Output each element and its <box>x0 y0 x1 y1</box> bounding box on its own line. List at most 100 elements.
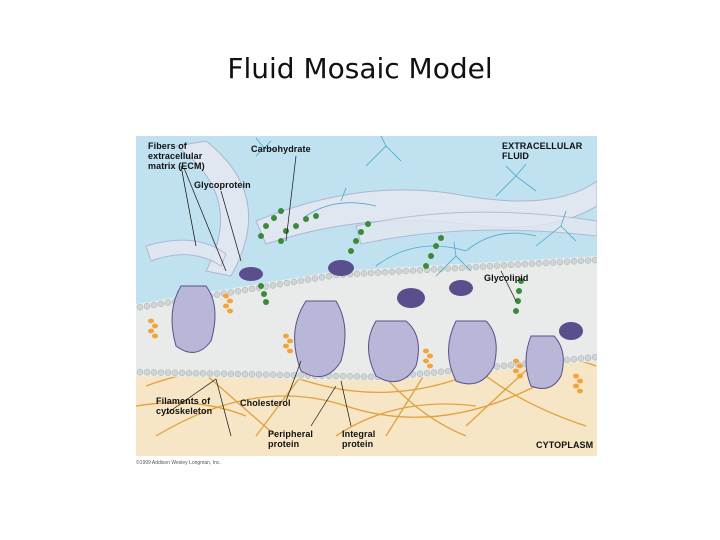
phospholipid-head <box>444 265 452 272</box>
phospholipid-head <box>591 354 597 361</box>
phospholipid-head <box>353 270 361 278</box>
phospholipid-head <box>241 370 249 378</box>
phospholipid-head <box>192 369 200 377</box>
cholesterol-molecule <box>427 353 433 359</box>
cholesterol-molecule <box>517 373 523 379</box>
phospholipid-head <box>304 276 312 283</box>
phospholipid-head <box>157 369 165 376</box>
slide-title: Fluid Mosaic Model <box>227 52 493 85</box>
phospholipid-head <box>437 265 445 273</box>
phospholipid-head <box>479 263 487 270</box>
surface-proteins <box>239 260 583 340</box>
phospholipid-head <box>430 266 438 273</box>
phospholipid-head <box>178 369 186 377</box>
phospholipid-head <box>283 279 291 287</box>
phospholipid-head <box>136 304 144 311</box>
carbohydrate-bead <box>433 243 439 249</box>
phospholipid-head <box>318 274 326 281</box>
ecm-fibers <box>145 140 597 277</box>
phospholipid-head <box>143 302 151 310</box>
cholesterol-molecule <box>513 358 519 364</box>
carbohydrate-bead <box>515 298 521 304</box>
phospholipid-head <box>549 259 557 266</box>
carbohydrate-chains <box>258 208 524 314</box>
phospholipid-head <box>150 301 158 309</box>
cholesterol-molecule <box>223 303 229 309</box>
phospholipid-head <box>297 277 305 285</box>
cholesterol-molecule <box>152 323 158 329</box>
phospholipid-head <box>171 369 179 377</box>
carbohydrate-bead <box>353 238 359 244</box>
carbohydrate-bead <box>283 228 289 234</box>
cholesterol-molecule <box>573 373 579 379</box>
label-peripheral-protein: Peripheral protein <box>268 429 314 449</box>
cholesterol-molecule <box>287 338 293 344</box>
phospholipid-head <box>332 372 340 380</box>
label-pointers <box>165 155 517 437</box>
phospholipid-head <box>269 371 277 378</box>
cholesterol-molecule <box>223 293 229 299</box>
carbohydrate-bead <box>258 283 264 289</box>
phospholipid-head <box>297 372 305 379</box>
phospholipid-head <box>374 269 382 276</box>
carbohydrate-bead <box>365 221 371 227</box>
label-filaments: Filaments of cytoskeleton <box>156 396 213 416</box>
phospholipid-head <box>227 289 235 296</box>
phospholipid-head <box>234 287 242 295</box>
phospholipid-head <box>248 285 256 293</box>
phospholipid-head <box>465 264 473 271</box>
carbohydrate-bead <box>263 299 269 305</box>
phospholipid-head <box>535 260 543 267</box>
phospholipid-head <box>570 258 578 265</box>
phospholipid-head <box>367 373 375 380</box>
cholesterol-molecule <box>287 348 293 354</box>
phospholipid-head <box>339 372 347 380</box>
phospholipid-head <box>381 268 389 276</box>
phospholipid-head <box>276 280 284 288</box>
phospholipid-head <box>241 286 249 294</box>
phospholipid-head <box>521 260 529 268</box>
phospholipid-head <box>276 371 284 379</box>
label-glycoprotein: Glycoprotein <box>194 180 251 190</box>
cholesterol-molecule <box>513 368 519 374</box>
label-cholesterol: Cholesterol <box>240 398 291 408</box>
phospholipid-head <box>234 370 242 378</box>
phospholipid-head <box>199 370 207 377</box>
phospholipid-head <box>185 369 193 377</box>
carbohydrate-bead <box>423 263 429 269</box>
cholesterol-molecule <box>148 318 154 324</box>
phospholipid-head <box>367 269 375 277</box>
phospholipid-head <box>290 371 298 379</box>
carbohydrate-bead <box>428 253 434 259</box>
cholesterol-molecule <box>577 388 583 394</box>
phospholipid-head <box>577 257 585 265</box>
phospholipid-head <box>360 373 368 380</box>
membrane-diagram: Fibers of extracellular matrix (ECM) Car… <box>136 136 597 456</box>
label-cytoplasm: CYTOPLASM <box>536 440 594 450</box>
phospholipid-head <box>206 370 214 377</box>
label-integral-protein: Integral protein <box>342 429 376 449</box>
phospholipid-head <box>402 267 410 275</box>
carbohydrate-bead <box>261 291 267 297</box>
phospholipid-head <box>220 370 228 378</box>
phospholipid-head <box>458 264 466 272</box>
phospholipid-head <box>409 267 417 274</box>
phospholipid-head <box>290 278 298 286</box>
phospholipid-head <box>430 369 438 376</box>
cholesterol-molecules <box>148 293 583 394</box>
phospholipid-head <box>213 291 221 298</box>
carbohydrate-bead <box>438 235 444 241</box>
cholesterol-molecule <box>227 308 233 314</box>
phospholipid-head <box>493 363 501 370</box>
cholesterol-molecule <box>283 333 289 339</box>
ecm-branches <box>255 136 577 277</box>
copyright-credit: ©1999 Addison Wesley Longman, Inc. <box>136 460 221 466</box>
carbohydrate-bead <box>278 208 284 214</box>
phospholipid-head <box>164 369 172 376</box>
phospholipid-head <box>416 370 424 378</box>
phospholipid-head <box>507 261 515 269</box>
phospholipid-head <box>577 355 585 362</box>
phospholipid-head <box>248 371 256 378</box>
phospholipid-head <box>423 369 431 377</box>
label-glycolipid: Glycolipid <box>484 273 529 283</box>
